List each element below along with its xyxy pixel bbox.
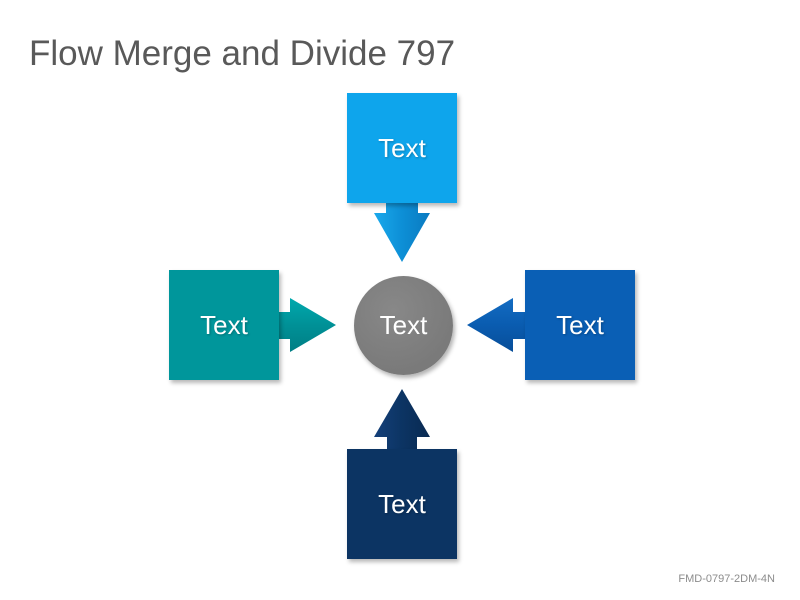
arrow-right (467, 298, 525, 352)
node-left-label: Text (200, 309, 248, 340)
node-right: Text (525, 270, 635, 380)
node-left: Text (169, 270, 279, 380)
node-bottom-label: Text (378, 488, 426, 519)
arrow-bottom (374, 389, 430, 449)
arrow-left (279, 298, 336, 352)
center-node-label: Text (379, 310, 428, 340)
footer-code: FMD-0797-2DM-4N (678, 573, 775, 585)
node-right-label: Text (556, 309, 604, 340)
node-bottom: Text (347, 449, 457, 559)
arrow-top (374, 203, 430, 262)
node-top-label: Text (378, 132, 426, 163)
node-top: Text (347, 93, 457, 203)
center-node: Text (354, 276, 453, 375)
slide-title: Flow Merge and Divide 797 (29, 34, 456, 73)
